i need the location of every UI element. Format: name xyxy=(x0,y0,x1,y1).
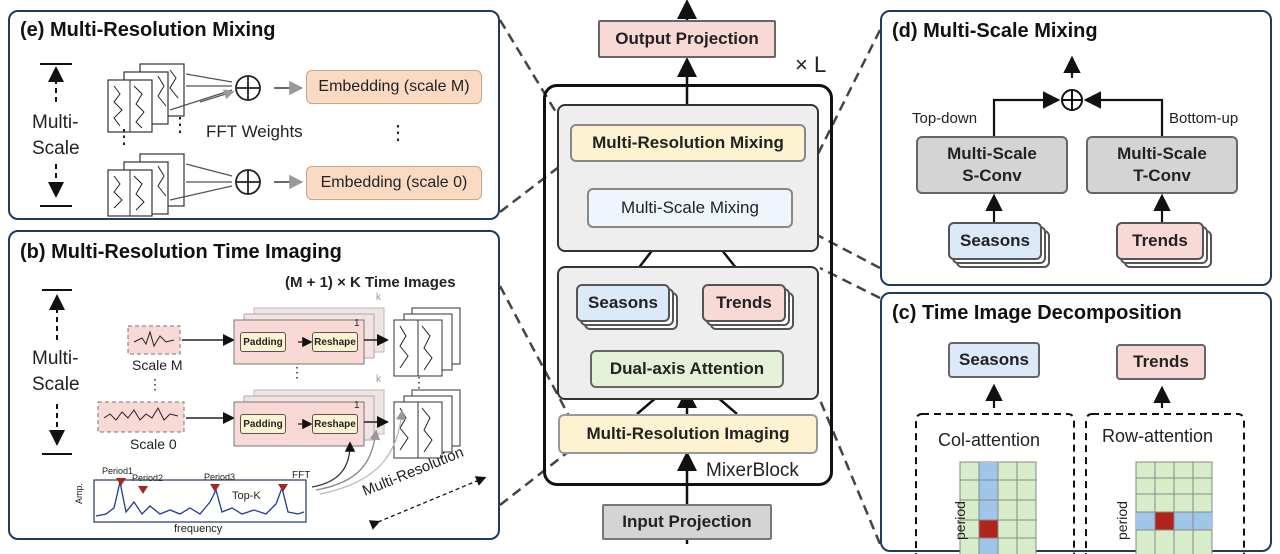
period1-label: Period1 xyxy=(102,466,134,476)
panel-c-graphics xyxy=(915,383,1245,554)
time-images-label: (M + 1) × K Time Images xyxy=(285,274,456,291)
k-label-0: k xyxy=(376,374,381,385)
scale-m-label: Scale M xyxy=(132,357,183,373)
s-conv-line-2: S-Conv xyxy=(962,166,1022,185)
mixer-block-outer xyxy=(543,84,833,486)
embedding-scale-m-box: Embedding (scale M) xyxy=(306,70,482,104)
panel-b-multi-resolution-time-imaging: (b) Multi-Resolution Time Imaging (M + 1… xyxy=(8,230,500,540)
panel-b-title: (b) Multi-Resolution Time Imaging xyxy=(20,241,342,263)
seasons-label: Seasons xyxy=(576,284,670,322)
panel-e-title: (e) Multi-Resolution Mixing xyxy=(20,19,276,41)
dual-axis-attention-box: Dual-axis Attention xyxy=(590,350,784,388)
fft-weights-label: FFT Weights xyxy=(206,122,303,141)
mixer-block-label: MixerBlock xyxy=(706,460,799,481)
multi-resolution-mixing-box: Multi-Resolution Mixing xyxy=(570,124,806,162)
scale-0-label: Scale 0 xyxy=(130,436,177,452)
embedding-scale-0-box: Embedding (scale 0) xyxy=(306,166,482,200)
s-conv-box: Multi-Scale S-Conv xyxy=(916,136,1068,194)
col-attention-label: Col-attention xyxy=(938,430,1041,450)
fft-spectrum-plot xyxy=(93,409,407,523)
panel-b-scale-label-1: Multi- xyxy=(32,348,79,369)
trends-stack: Trends xyxy=(702,284,806,334)
top-k-label: Top-K xyxy=(232,490,261,502)
bottom-up-label: Bottom-up xyxy=(1169,110,1239,127)
top-down-label: Top-down xyxy=(912,110,978,127)
t-conv-line-2: T-Conv xyxy=(1133,166,1191,185)
multi-scale-mixing-box: Multi-Scale Mixing xyxy=(587,188,793,228)
row-attention-label: Row-attention xyxy=(1102,426,1214,446)
panel-b-dots-mid: ⋮ xyxy=(290,364,304,380)
panel-e-scale-label-1: Multi- xyxy=(32,112,79,133)
panel-c-trends-box: Trends xyxy=(1116,344,1206,380)
trends-label: Trends xyxy=(702,284,786,322)
k-label-m: k xyxy=(376,292,381,303)
fft-label: FFT xyxy=(292,470,311,481)
panel-d-trends-label: Trends xyxy=(1116,222,1204,260)
panel-b-scale-label-2: Scale xyxy=(32,374,80,395)
panel-c-title: (c) Time Image Decomposition xyxy=(892,302,1182,324)
panel-e-dots-left: ⋮ xyxy=(114,126,134,148)
panel-d-multi-scale-mixing: (d) Multi-Scale Mixing Top-down Bottom-u… xyxy=(880,10,1272,286)
one-label-0: 1 xyxy=(354,400,360,411)
output-projection-box: Output Projection xyxy=(598,20,776,58)
s-conv-line-1: Multi-Scale xyxy=(947,144,1037,163)
panel-c-seasons-box: Seasons xyxy=(948,342,1040,378)
padding-box-0: Padding xyxy=(240,414,286,434)
panel-b-dots-left: ⋮ xyxy=(148,376,162,392)
panel-e-scale-label-2: Scale xyxy=(32,138,80,159)
frequency-label: frequency xyxy=(174,523,223,535)
panel-e-multi-resolution-mixing: (e) Multi-Resolution Mixing Multi- Scale xyxy=(8,10,500,220)
panel-c-time-image-decomposition: (c) Time Image Decomposition Seasons Tre… xyxy=(880,292,1272,554)
panel-d-seasons-label: Seasons xyxy=(948,222,1042,260)
seasons-stack: Seasons xyxy=(576,284,680,334)
multi-resolution-imaging-box: Multi-Resolution Imaging xyxy=(558,414,818,454)
period-label-row: period xyxy=(1114,501,1130,540)
panel-d-seasons-stack: Seasons xyxy=(948,222,1052,272)
panel-e-graphics xyxy=(40,63,304,217)
padding-box-m: Padding xyxy=(240,332,286,352)
panel-d-trends-stack: Trends xyxy=(1116,222,1220,272)
row-attention-grid xyxy=(1135,461,1213,554)
reshape-box-0: Reshape xyxy=(312,414,358,434)
panel-e-dots-mid: ⋮ xyxy=(170,114,190,136)
amp-label: Amp. xyxy=(74,482,84,504)
times-l-label: × L xyxy=(795,52,827,77)
time-image-stack-top xyxy=(107,63,185,133)
panel-e-dots-right: ⋮ xyxy=(388,122,408,144)
t-conv-box: Multi-Scale T-Conv xyxy=(1086,136,1238,194)
period-label-col: period xyxy=(952,501,968,540)
t-conv-line-1: Multi-Scale xyxy=(1117,144,1207,163)
panel-d-title: (d) Multi-Scale Mixing xyxy=(892,20,1098,42)
time-image-stack-bottom xyxy=(107,153,185,217)
col-attention-grid xyxy=(959,461,1037,554)
one-label-m: 1 xyxy=(354,318,360,329)
panel-d-graphics xyxy=(985,55,1171,222)
period3-label: Period3 xyxy=(204,472,236,482)
reshape-box-m: Reshape xyxy=(312,332,358,352)
panel-b-dots-right: ⋮ xyxy=(412,374,426,390)
period2-label: Period2 xyxy=(132,473,164,483)
input-projection-box: Input Projection xyxy=(602,504,772,540)
